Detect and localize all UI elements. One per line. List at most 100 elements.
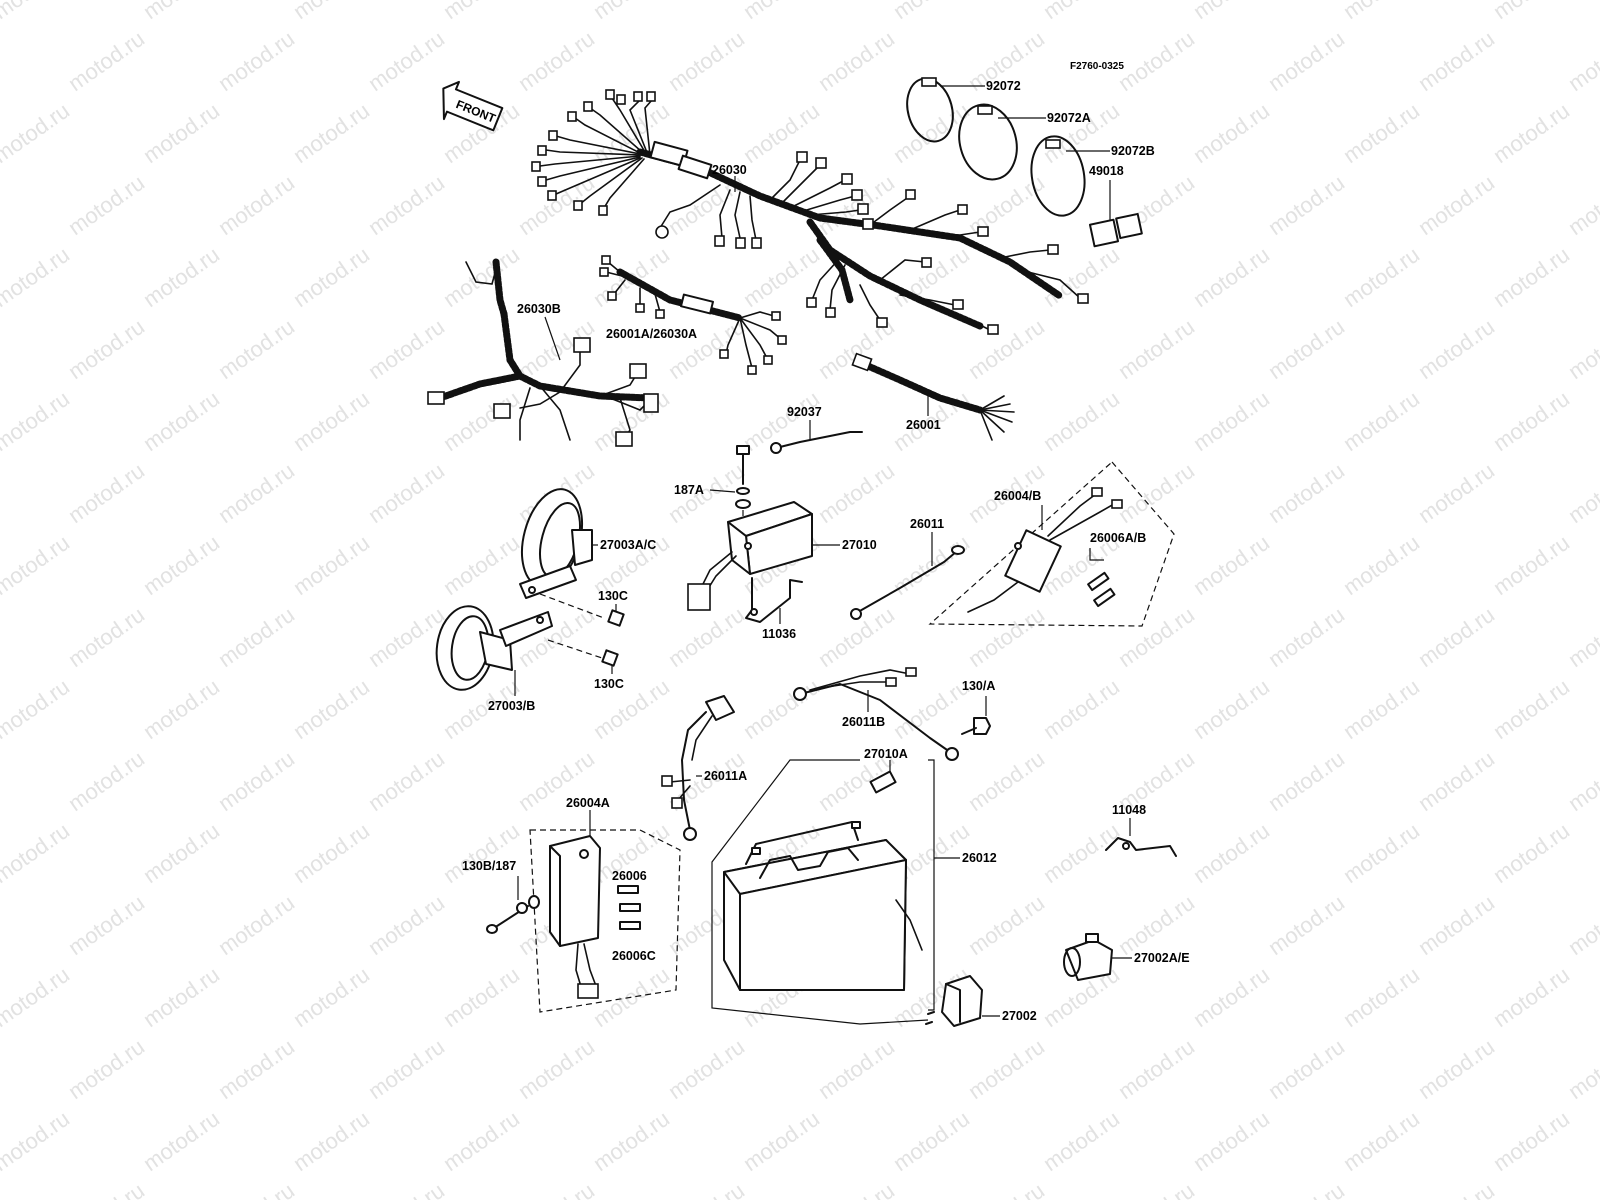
watermark-text: motod.ru [0, 386, 74, 456]
watermark-text: motod.ru [139, 530, 224, 600]
watermark-text: motod.ru [514, 1178, 599, 1200]
watermark-text: motod.ru [0, 0, 74, 24]
watermark-text: motod.ru [964, 890, 1049, 960]
label-11036: 11036 [762, 627, 796, 641]
watermark-text: motod.ru [1114, 1034, 1199, 1104]
watermark-text: motod.ru [1264, 746, 1349, 816]
watermark-text: motod.ru [364, 170, 449, 240]
watermark-text: motod.ru [814, 26, 899, 96]
watermark-text: motod.ru [64, 890, 149, 960]
watermark-text: motod.ru [1414, 1178, 1499, 1200]
watermark-text: motod.ru [289, 1106, 374, 1176]
label-26001A-26030A: 26001A/26030A [606, 327, 697, 341]
watermark-text: motod.ru [964, 746, 1049, 816]
watermark-text: motod.ru [1189, 0, 1274, 24]
watermark-text: motod.ru [214, 458, 299, 528]
watermark-text: motod.ru [1414, 170, 1499, 240]
label-27002: 27002 [1002, 1009, 1037, 1023]
watermark-text: motod.ru [1114, 314, 1199, 384]
watermark-text: motod.ru [139, 1106, 224, 1176]
watermark-text: motod.ru [139, 242, 224, 312]
watermark-text: motod.ru [289, 818, 374, 888]
label-92037: 92037 [787, 405, 822, 419]
band-92072: 92072 [906, 77, 1021, 143]
watermark-text: motod.ru [1564, 458, 1600, 528]
watermark-text: motod.ru [739, 674, 824, 744]
main-harness-26030: 26030 [531, 89, 1089, 335]
watermark-text: motod.ru [1189, 818, 1274, 888]
watermark-text: motod.ru [1189, 674, 1274, 744]
watermark-text: motod.ru [1564, 602, 1600, 672]
lead-26011: 26011 [850, 517, 965, 620]
watermark-text: motod.ru [1564, 746, 1600, 816]
watermark-text: motod.ru [1489, 962, 1574, 1032]
drawing-code: F2760-0325 [1070, 61, 1124, 72]
watermark-text: motod.ru [664, 1034, 749, 1104]
relay-27002: 27002 [925, 975, 1037, 1027]
watermark-text: motod.ru [364, 458, 449, 528]
watermark-text: motod.ru [214, 602, 299, 672]
watermark-text: motod.ru [1339, 386, 1424, 456]
junction-box-26004B: 26004/B 26006A/B [928, 461, 1175, 627]
watermark-text: motod.ru [664, 602, 749, 672]
watermark-text: motod.ru [1264, 602, 1349, 672]
label-27010A: 27010A [864, 747, 908, 761]
label-130C-upper: 130C [598, 589, 628, 603]
watermark-text: motod.ru [139, 98, 224, 168]
watermark-text: motod.ru [1414, 1034, 1499, 1104]
watermark-text: motod.ru [889, 530, 974, 600]
bolt-130A: 130/A [961, 679, 995, 735]
lead-92037: 92037 [770, 405, 863, 454]
watermark-text: motod.ru [1189, 386, 1274, 456]
watermark-text: motod.ru [739, 98, 824, 168]
watermark-text: motod.ru [1339, 962, 1424, 1032]
label-26012: 26012 [962, 851, 997, 865]
watermark-text: motod.ru [1564, 1034, 1600, 1104]
watermark-text: motod.ru [664, 26, 749, 96]
watermark-text: motod.ru [1264, 458, 1349, 528]
watermark-text: motod.ru [1039, 1106, 1124, 1176]
lead-26011B: 26011B [793, 667, 959, 761]
watermark-text: motod.ru [589, 1106, 674, 1176]
watermark-text: motod.ru [214, 26, 299, 96]
label-92072: 92072 [986, 79, 1021, 93]
regulator-27010: 27010 [687, 501, 877, 611]
watermark-text: motod.ru [964, 1178, 1049, 1200]
junction-box-26004A: 26004A 26006 26006C [529, 796, 681, 1013]
watermark-text: motod.ru [439, 242, 524, 312]
watermark-text: motod.ru [1489, 674, 1574, 744]
watermark-text: motod.ru [664, 1178, 749, 1200]
watermark-text: motod.ru [1489, 818, 1574, 888]
watermark-text: motod.ru [364, 26, 449, 96]
watermark-text: motod.ru [1264, 170, 1349, 240]
label-27010: 27010 [842, 538, 877, 552]
watermark-text: motod.ru [289, 242, 374, 312]
watermark-text: motod.ru [1114, 458, 1199, 528]
watermark-text: motod.ru [64, 458, 149, 528]
watermark-text: motod.ru [0, 818, 74, 888]
cap-27010A: 27010A [864, 747, 908, 794]
watermark-text: motod.ru [64, 1178, 149, 1200]
watermark-text: motod.ru [514, 1034, 599, 1104]
watermark-text: motod.ru [439, 1106, 524, 1176]
watermark-text: motod.ru [664, 170, 749, 240]
label-130B-187: 130B/187 [462, 859, 516, 873]
watermark-text: motod.ru [814, 1178, 899, 1200]
watermark-text: motod.ru [514, 26, 599, 96]
watermark-text: motod.ru [814, 1034, 899, 1104]
label-130A: 130/A [962, 679, 995, 693]
watermark-text: motod.ru [964, 1034, 1049, 1104]
label-27002AB: 27002A/E [1134, 951, 1190, 965]
watermark-text: motod.ru [1039, 818, 1124, 888]
label-26030B: 26030B [517, 302, 561, 316]
watermark-text: motod.ru [1564, 890, 1600, 960]
watermark-text: motod.ru [1189, 242, 1274, 312]
bracket-11036: 11036 [745, 577, 803, 641]
relay-49018: 49018 [1088, 164, 1143, 248]
watermark-text: motod.ru [214, 1178, 299, 1200]
watermark-text: motod.ru [139, 962, 224, 1032]
lead-26011A: 26011A [661, 695, 747, 841]
sub-harness-26030B: 26030B [427, 258, 659, 447]
watermark-text: motod.ru [1489, 530, 1574, 600]
